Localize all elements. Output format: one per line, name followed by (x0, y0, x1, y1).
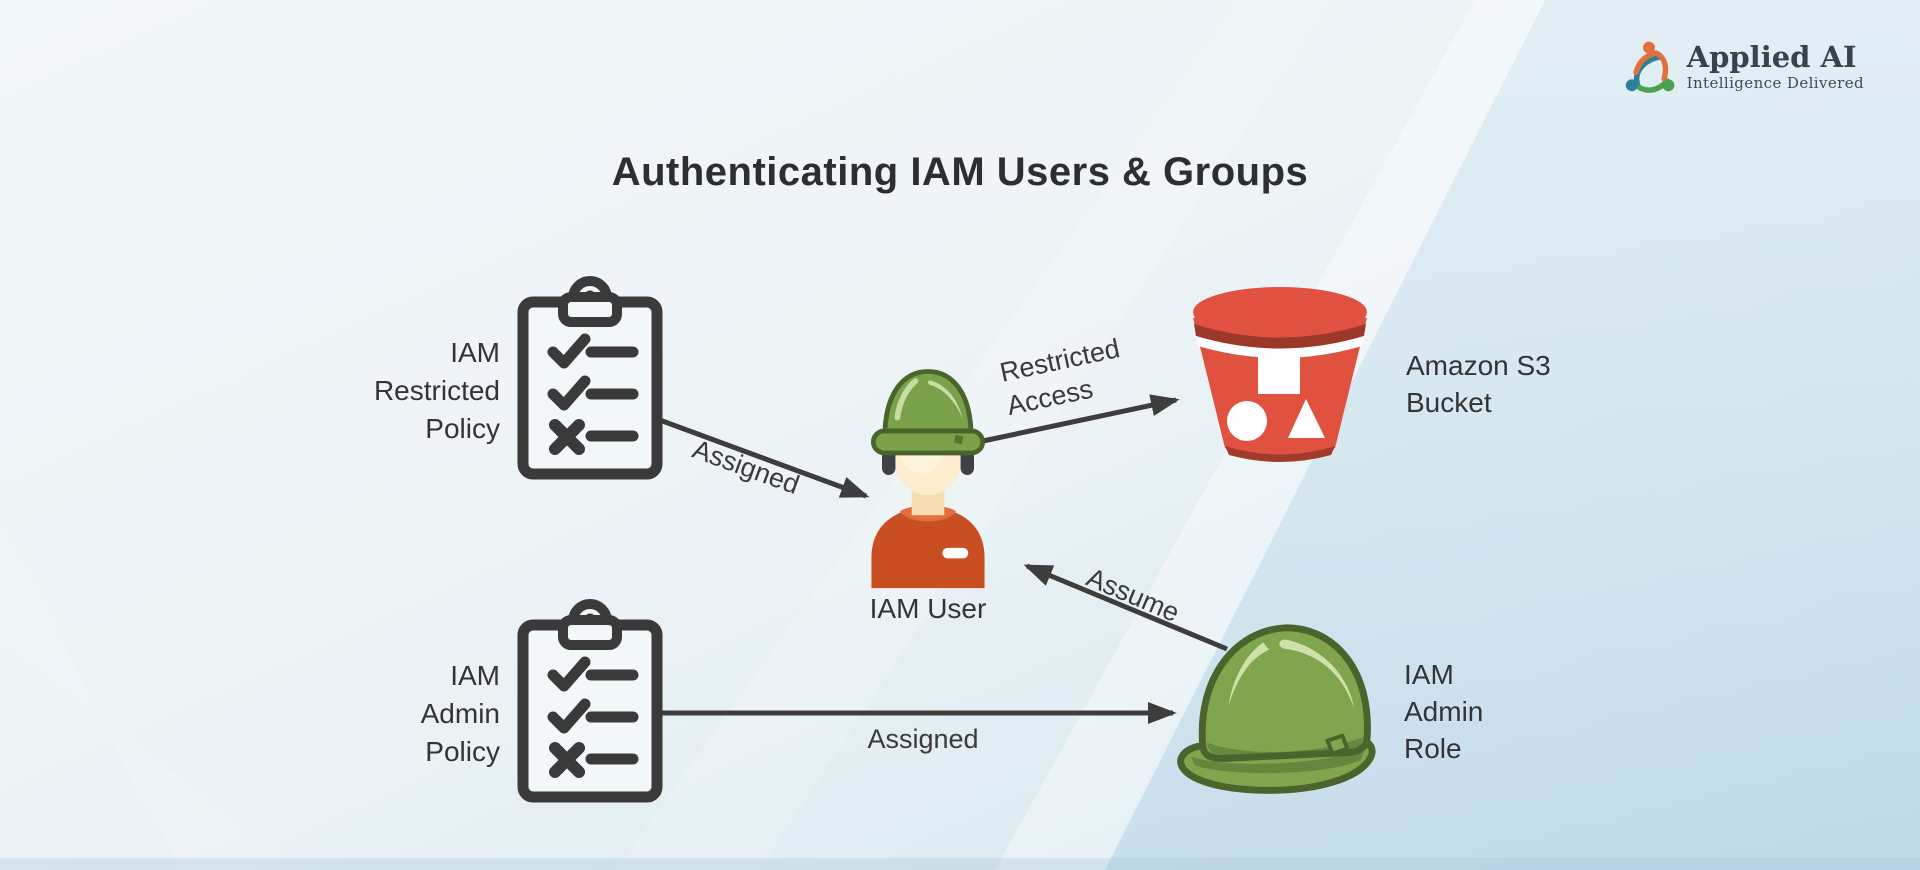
applied-ai-logo-mark (1625, 41, 1675, 93)
label-iam-restricted-policy: IAM Restricted Policy (373, 337, 500, 444)
s3-bucket-icon (1193, 287, 1367, 462)
clipboard-checklist-icon (517, 276, 663, 480)
label-amazon-s3-bucket: Amazon S3 Bucket (1406, 350, 1551, 418)
arrow-assume (1023, 563, 1228, 652)
logo-name: Applied AI (1686, 39, 1857, 74)
arrow-assigned-to-user (656, 416, 870, 499)
logo-tagline: Intelligence Delivered (1686, 74, 1864, 93)
label-iam-admin-policy: IAM Admin Policy (420, 660, 500, 767)
hardhat-icon (1177, 624, 1376, 794)
clipboard-checklist-icon (517, 599, 663, 803)
page-title: Authenticating IAM Users & Groups (611, 150, 1309, 194)
edge-label-assigned-to-role: Assigned (867, 724, 979, 754)
label-iam-admin-role: IAM Admin Role (1404, 659, 1484, 764)
arrow-restricted-access (982, 394, 1180, 444)
worker-hardhat-person-icon (870, 369, 986, 589)
label-iam-user: IAM User (869, 593, 987, 624)
applied-ai-logo: Applied AI Intelligence Delivered (1623, 40, 1864, 94)
